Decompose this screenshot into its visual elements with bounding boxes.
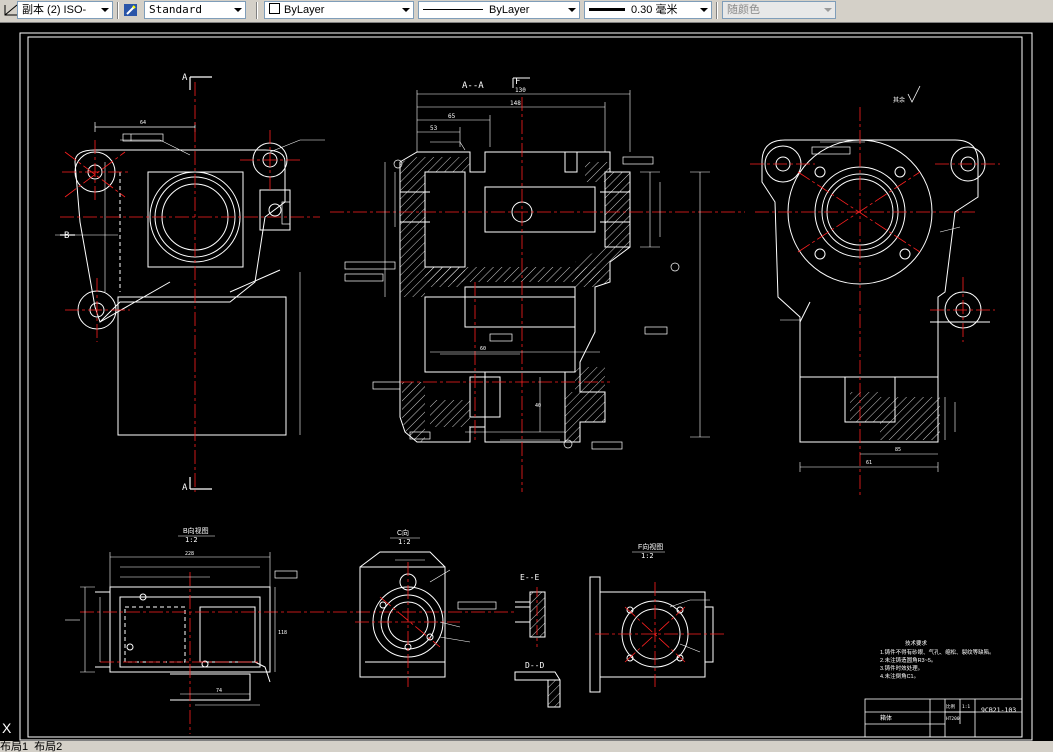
dim-40: 40: [535, 403, 541, 409]
linetype-preview: [423, 9, 483, 10]
dim-118: 118: [278, 630, 287, 636]
view-scale-b: 1:2: [185, 536, 198, 544]
datum-symbols: [393, 159, 680, 449]
toolbar-separator: [256, 2, 258, 19]
section-label-a-bottom: A: [182, 483, 188, 493]
drawing-canvas[interactable]: A A B 64 A--A F 130 148 65 53: [0, 22, 1053, 744]
view-title-f: F向视图: [638, 542, 663, 551]
sheet-outer-border: [19, 32, 1033, 741]
notes-line-3: 3.铸件时效处理。: [880, 664, 923, 672]
chevron-down-icon: [101, 8, 109, 12]
section-aa-dims: [384, 141, 710, 441]
bottom-b-view: [95, 586, 271, 701]
cad-drawing: A A B 64 A--A F 130 148 65 53: [2, 32, 1033, 741]
right-view-dims: [780, 141, 961, 472]
geo-tolerance-frame-left: [122, 133, 164, 142]
c-view-dims: [395, 559, 471, 643]
color-select[interactable]: ByLayer: [264, 1, 414, 19]
notes-line-4: 4.未注倒角C1。: [880, 672, 919, 680]
c-view-tolerance-frame: [457, 601, 497, 610]
section-ee: [515, 591, 546, 638]
lineweight-preview: [589, 8, 625, 11]
section-title-dd: D--D: [525, 661, 544, 670]
ucs-icon: X: [2, 720, 12, 736]
dim-74: 74: [216, 688, 222, 694]
chevron-down-icon: [824, 8, 832, 12]
dim-53: 53: [430, 125, 438, 132]
titleblock-part-name: 箱体: [880, 714, 892, 722]
chevron-down-icon: [568, 8, 576, 12]
view-scale-c: 1:2: [398, 538, 411, 546]
textstyle-select[interactable]: Standard: [144, 1, 246, 19]
b-view-dims: [65, 552, 276, 706]
plotstyle-select[interactable]: 随颜色: [722, 1, 836, 19]
dimstyle-select[interactable]: 副本 (2) ISO-: [17, 1, 113, 19]
color-swatch-icon: [269, 3, 280, 14]
left-view-centerlines: [60, 82, 320, 492]
f-view-centerlines: [595, 582, 725, 687]
chevron-down-icon: [700, 8, 708, 12]
right-view-centerlines: [750, 107, 1000, 497]
dim-60: 60: [480, 346, 486, 352]
sheet-inner-border: [27, 36, 1023, 738]
section-aa-centerlines: [330, 97, 745, 492]
titleblock-scale-label: 比例: [946, 703, 955, 710]
section-aa-hatching: [400, 157, 630, 442]
textstyle-icon[interactable]: [123, 2, 139, 18]
layout-tabs-bar: 布局1 布局2: [0, 741, 1053, 752]
dim-228: 228: [185, 551, 194, 557]
section-label-a-top: A: [182, 73, 188, 83]
chevron-down-icon: [234, 8, 242, 12]
left-main-view: [55, 76, 325, 490]
dim-65: 65: [448, 113, 456, 120]
dim-130: 130: [515, 87, 526, 94]
dimstyle-icon[interactable]: [3, 2, 19, 18]
dim-d-64: 64: [140, 120, 146, 126]
view-title-b: B向视图: [183, 526, 209, 535]
section-title-ee: E--E: [520, 573, 539, 582]
properties-toolbar: 副本 (2) ISO- Standard ByLayer ByLayer 0.3…: [0, 0, 1053, 23]
right-view-hatching: [850, 392, 940, 440]
section-label-b: B: [64, 231, 69, 241]
title-block: [864, 698, 1023, 738]
b-view-tolerance-frame: [274, 570, 298, 579]
view-scale-f: 1:2: [641, 552, 654, 560]
dimension-chain-top: [416, 90, 631, 152]
dim-85: 85: [895, 447, 901, 453]
geo-tolerance-frame-hub: [281, 201, 291, 225]
linetype-select[interactable]: ByLayer: [418, 1, 580, 19]
toolbar-separator: [117, 2, 119, 19]
c-view-centerlines: [355, 562, 460, 687]
notes-line-2: 2.未注铸造圆角R3~5。: [880, 656, 936, 664]
technical-notes: 技术要求 1.铸件不得有砂眼、气孔、缩松、裂纹等缺陷。 2.未注铸造圆角R3~5…: [880, 639, 995, 680]
section-title-aa: A--A: [462, 81, 484, 91]
dim-61: 61: [866, 460, 872, 466]
bottom-c-view: [359, 551, 446, 678]
notes-title: 技术要求: [905, 639, 928, 647]
view-label-f: F: [515, 77, 520, 87]
toolbar-separator: [716, 2, 718, 19]
dim-148: 148: [510, 100, 521, 107]
layout-tab-2[interactable]: 布局2: [34, 741, 63, 752]
f-view-dims: [669, 599, 710, 653]
right-view-tolerance-frames: [811, 146, 851, 155]
section-dd: [514, 671, 561, 708]
section-aa-tolerance-frames: [344, 156, 668, 450]
titleblock-scale-value: 1:1: [962, 704, 970, 710]
b-view-centerlines: [80, 572, 515, 734]
lineweight-select[interactable]: 0.30 毫米: [584, 1, 712, 19]
bottom-f-view: [589, 576, 714, 693]
titleblock-code: 9CB21-103: [981, 706, 1016, 714]
roughness-symbol-icon: [907, 85, 921, 103]
view-title-c: C向: [397, 528, 409, 537]
titleblock-material: HT200: [946, 716, 960, 722]
chevron-down-icon: [402, 8, 410, 12]
layout-tab-1[interactable]: 布局1: [0, 741, 29, 752]
notes-line-1: 1.铸件不得有砂眼、气孔、缩松、裂纹等缺陷。: [880, 648, 995, 656]
roughness-note: 其余: [893, 96, 905, 104]
